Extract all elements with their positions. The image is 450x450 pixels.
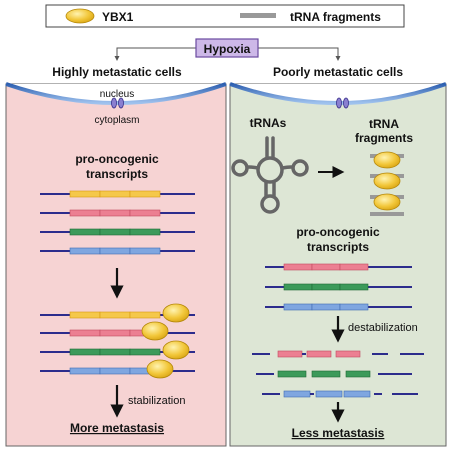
ybx1-fragment-bound-1 xyxy=(373,151,401,169)
left-transcript-green xyxy=(40,228,195,236)
fragment-legend-label: tRNA fragments xyxy=(290,10,381,24)
hypoxia-box xyxy=(195,38,259,58)
right-panel-title: Poorly metastatic cells xyxy=(273,65,403,79)
hypoxia-connector-right xyxy=(258,47,341,61)
left-bound-transcript-pink xyxy=(40,321,195,341)
right-transcript-green xyxy=(265,283,412,291)
right-degraded-transcript-pink xyxy=(252,350,424,358)
fragments-label-line1: tRNA xyxy=(369,117,399,131)
ybx1-legend-icon xyxy=(65,8,95,24)
trnas-label: tRNAs xyxy=(250,116,287,130)
left-nuclear-pore xyxy=(111,97,124,109)
right-degraded-transcript-blue xyxy=(262,390,418,398)
destabilization-label: destabilization xyxy=(348,322,418,334)
right-transcripts-label-line2: transcripts xyxy=(307,240,369,254)
legend-box xyxy=(45,4,405,28)
ybx1-fragment-bound-2 xyxy=(373,172,401,190)
ybx1-bound-4 xyxy=(146,359,174,379)
trna-cloverleaf-icon xyxy=(231,136,309,214)
fragments-label-line2: fragments xyxy=(355,131,413,145)
left-transcript-pink xyxy=(40,209,195,217)
ybx1-legend-label: YBX1 xyxy=(102,10,134,24)
left-bound-transcript-yellow xyxy=(40,303,195,323)
trna-fragment-4 xyxy=(370,212,404,216)
left-bound-transcript-blue xyxy=(40,359,195,379)
left-transcript-yellow xyxy=(40,190,195,198)
left-panel-title: Highly metastatic cells xyxy=(52,65,182,79)
cytoplasm-label: cytoplasm xyxy=(94,115,139,126)
right-panel: tRNAs tRNA fragments pro-oncog xyxy=(229,82,447,447)
ybx1-bound-3 xyxy=(162,340,190,360)
right-transcript-pink xyxy=(265,263,412,271)
left-bound-transcript-green xyxy=(40,340,195,360)
ybx1-fragment-bound-3 xyxy=(373,193,401,211)
right-transcript-blue xyxy=(265,303,412,311)
left-transcripts-label-line1: pro-oncogenic xyxy=(75,152,159,166)
less-metastasis-label: Less metastasis xyxy=(292,426,385,440)
hypoxia-connector-left xyxy=(114,47,196,61)
more-metastasis-label: More metastasis xyxy=(70,421,164,435)
stabilization-label: stabilization xyxy=(128,395,185,407)
hypoxia-branch: Hypoxia xyxy=(114,38,341,61)
left-transcripts-label-line2: transcripts xyxy=(86,167,148,181)
right-nuclear-pore xyxy=(336,97,349,109)
ybx1-bound-1 xyxy=(162,303,190,323)
fragment-legend-icon xyxy=(240,13,276,18)
fragment-ybx1-stack xyxy=(370,151,404,216)
right-transcripts-label-line1: pro-oncogenic xyxy=(296,225,380,239)
nucleus-label: nucleus xyxy=(100,89,134,100)
legend: YBX1 tRNA fragments xyxy=(45,4,405,28)
left-panel: nucleus cytoplasm pro-oncogenic transcri… xyxy=(5,82,227,447)
left-transcript-blue xyxy=(40,247,195,255)
ybx1-bound-2 xyxy=(141,321,169,341)
hypoxia-label: Hypoxia xyxy=(204,42,251,56)
right-degraded-transcript-green xyxy=(256,370,412,378)
